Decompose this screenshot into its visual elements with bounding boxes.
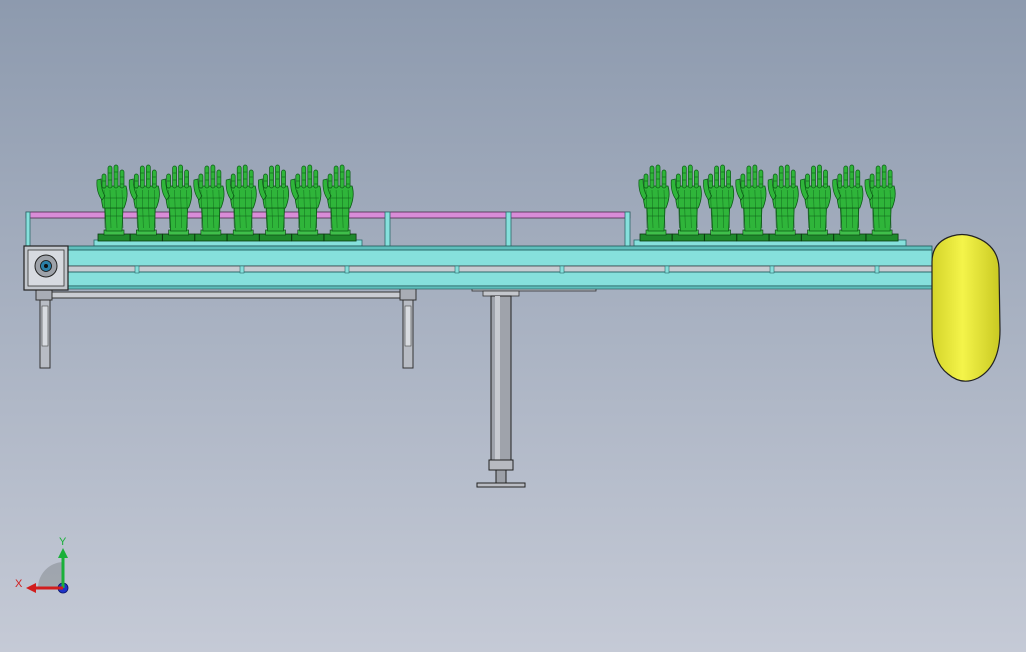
upper-guide-rail	[25, 211, 631, 267]
coordinate-triad-icon: Y X	[15, 536, 69, 594]
drive-motor	[23, 245, 69, 291]
frame-post	[344, 265, 350, 274]
hand-mold	[128, 164, 163, 242]
hand-mold	[322, 164, 357, 242]
left-hand-mold-group	[96, 164, 357, 242]
x-axis-label: X	[15, 578, 23, 590]
frame-post	[239, 265, 245, 274]
hand-mold	[800, 164, 834, 242]
conveyor-frame	[27, 245, 933, 290]
hand-mold	[96, 164, 131, 242]
hand-mold	[258, 164, 292, 242]
hand-mold	[638, 164, 673, 242]
y-axis-label: Y	[59, 536, 67, 548]
hand-mold	[703, 164, 737, 242]
hand-mold	[290, 164, 325, 242]
right-hand-mold-group	[638, 164, 899, 242]
hand-mold	[735, 164, 770, 242]
hand-mold	[767, 164, 802, 242]
frame-post	[559, 265, 565, 274]
frame-post	[769, 265, 775, 274]
hand-mold	[670, 164, 705, 242]
hand-mold	[864, 164, 899, 242]
end-pad	[931, 233, 1001, 382]
frame-post	[134, 265, 140, 274]
hand-mold	[225, 164, 260, 242]
frame-post	[874, 265, 880, 274]
hand-mold	[832, 164, 867, 242]
frame-cross-members	[134, 265, 880, 274]
frame-post	[664, 265, 670, 274]
hand-mold	[161, 164, 196, 242]
frame-post	[454, 265, 460, 274]
